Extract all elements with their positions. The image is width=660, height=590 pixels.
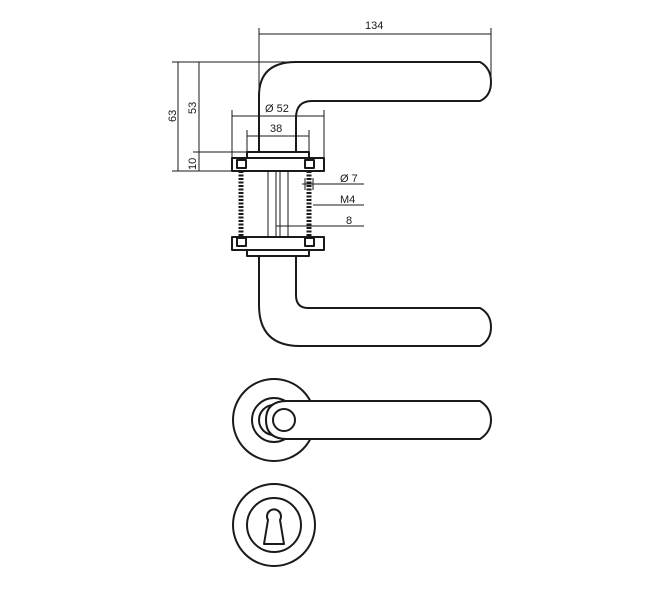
bottom-rose-plate [231,236,325,257]
dim-rose-diameter: Ø 52 [265,103,289,115]
screws-and-spindle [238,171,312,236]
keyhole-escutcheon [232,483,316,567]
dim-screw-diameter: Ø 7 [340,173,358,185]
dim-screw-spacing: 8 [346,215,352,227]
keyhole-icon [263,508,285,545]
front-view-handle [232,378,492,462]
dim-thread: M4 [340,194,355,206]
dim-rose-thickness: 10 [187,158,199,170]
dim-inner-width: 38 [270,123,282,135]
top-handle-side-view [258,61,492,153]
dim-height-total: 63 [167,110,179,122]
dimension-labels: 134 Ø 52 38 63 53 10 Ø 7 M4 8 [167,20,383,227]
dimension-lines [172,28,492,227]
dim-height-handle: 53 [187,102,199,114]
top-rose-plate [231,151,325,172]
bottom-handle-side-view [258,255,492,347]
dim-overall-length: 134 [365,20,383,32]
